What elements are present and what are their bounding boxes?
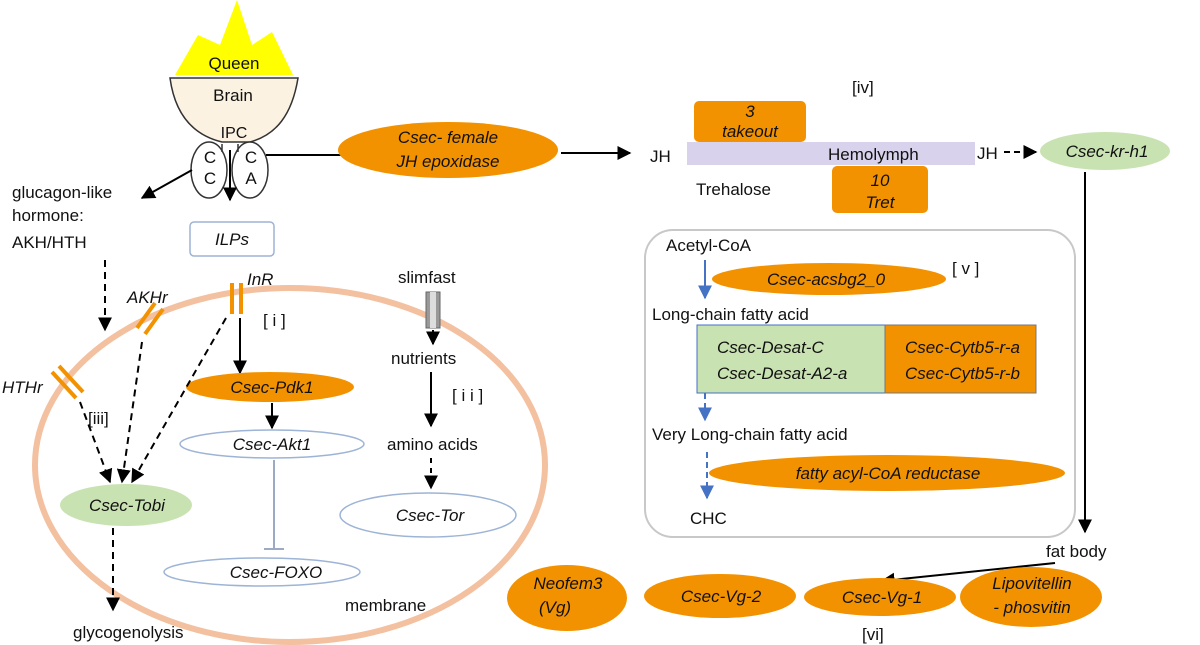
queen-crown — [175, 0, 293, 75]
neofem-line1: Neofem3 — [534, 574, 604, 593]
takeout-box — [694, 101, 806, 142]
chc-pathway-box — [644, 229, 1076, 538]
acsbg-node — [712, 263, 946, 295]
pdk1-node — [186, 372, 354, 402]
arrow-akhr-to-tobi — [116, 341, 143, 484]
acsbg-label: Csec-acsbg2_0 — [767, 270, 886, 289]
label-i: [ i ] — [263, 311, 286, 330]
far-label: fatty acyl-CoA reductase — [796, 464, 981, 483]
vg1-label: Csec-Vg-1 — [842, 588, 922, 607]
akt1-node — [179, 429, 365, 459]
ilps-label: ILPs — [215, 230, 250, 249]
jh-left-label: JH — [650, 147, 671, 166]
epoxidase-line2: JH epoxidase — [395, 152, 499, 171]
hthr-label: HTHr — [2, 378, 44, 397]
vg2-label: Csec-Vg-2 — [681, 587, 762, 606]
glucagon-line1: glucagon-like — [12, 183, 112, 202]
ca-letter-top: C — [245, 148, 257, 167]
brain-label: Brain — [213, 86, 253, 105]
tor-node — [339, 492, 517, 538]
tret-line1: 10 — [871, 171, 890, 190]
ca-letter-bottom: A — [245, 169, 257, 188]
tret-box — [832, 166, 928, 213]
corpora-allata — [231, 141, 269, 199]
pdk1-label: Csec-Pdk1 — [230, 378, 313, 397]
hthr-receptor — [50, 364, 85, 400]
cell-membrane — [32, 285, 548, 645]
tret-line2: Tret — [866, 193, 896, 212]
ilps-box — [189, 221, 275, 257]
tobi-label: Csec-Tobi — [89, 496, 166, 515]
glycogenolysis-label: glycogenolysis — [73, 623, 184, 642]
glucagon-line2: hormone: — [12, 206, 84, 225]
arrow-fatbody-to-vg1 — [880, 562, 1056, 587]
akhr-receptor — [135, 301, 165, 336]
jh-right-label: JH — [977, 144, 998, 163]
akhr-label: AKHr — [126, 288, 169, 307]
membrane-label: membrane — [345, 596, 426, 615]
vg2-node — [644, 574, 796, 618]
cytb5-a-label: Csec-Cytb5-r-a — [905, 338, 1020, 357]
chc-label: CHC — [690, 509, 727, 528]
cc-letter-bottom: C — [204, 169, 216, 188]
label-iv: [iv] — [852, 78, 874, 97]
queen-label: Queen — [208, 54, 259, 73]
lipo-line1: Lipovitellin — [992, 574, 1071, 593]
foxo-node — [163, 557, 361, 587]
cc-letter-top: C — [204, 148, 216, 167]
amino-acids-label: amino acids — [387, 435, 478, 454]
hemolymph-label: Hemolymph — [828, 145, 919, 164]
tor-label: Csec-Tor — [396, 506, 466, 525]
glucagon-line3: AKH/HTH — [12, 233, 87, 252]
slimfast-transporter-core — [430, 292, 436, 328]
epoxidase-node — [338, 122, 558, 178]
kr-h1-node — [1040, 132, 1170, 170]
arrow-hthr-to-tobi — [79, 401, 113, 484]
epoxidase-line1: Csec- female — [398, 128, 498, 147]
fat-body-label: fat body — [1046, 542, 1107, 561]
label-ii: [ i i ] — [452, 386, 483, 405]
inr-receptor — [230, 283, 243, 314]
label-vi: [vi] — [862, 625, 884, 644]
slimfast-label: slimfast — [398, 268, 456, 287]
desat-box — [696, 324, 886, 394]
neofem-line2: (Vg) — [539, 598, 571, 617]
cytb5-b-label: Csec-Cytb5-r-b — [905, 364, 1020, 383]
label-v: [ v ] — [952, 259, 979, 278]
acetyl-coa-label: Acetyl-CoA — [666, 236, 752, 255]
lipovitellin-node — [960, 567, 1102, 627]
vg1-node — [804, 578, 956, 616]
arrow-inr-to-tobi — [131, 317, 227, 484]
arrow-cc-to-glucagon — [140, 169, 193, 199]
trehalose-label: Trehalose — [696, 180, 771, 199]
desat-a2a-label: Csec-Desat-A2-a — [717, 364, 847, 383]
label-iii: [iii] — [88, 409, 109, 428]
very-long-chain-label: Very Long-chain fatty acid — [652, 425, 848, 444]
akt1-label: Csec-Akt1 — [233, 435, 311, 454]
tobi-node — [60, 484, 192, 526]
lipo-line2: - phosvitin — [993, 598, 1070, 617]
nutrients-label: nutrients — [391, 349, 456, 368]
desat-c-label: Csec-Desat-C — [717, 338, 824, 357]
neofem3-node — [507, 565, 627, 631]
takeout-line2: takeout — [722, 122, 779, 141]
foxo-label: Csec-FOXO — [230, 563, 323, 582]
takeout-line1: 3 — [745, 102, 755, 121]
long-chain-label: Long-chain fatty acid — [652, 305, 809, 324]
far-node — [709, 455, 1065, 491]
kr-h1-label: Csec-kr-h1 — [1066, 142, 1149, 161]
hemolymph-bar — [687, 142, 975, 165]
cytb5-box — [884, 324, 1037, 394]
inr-label: InR — [247, 270, 273, 289]
ipc-label: IPC — [221, 125, 248, 142]
